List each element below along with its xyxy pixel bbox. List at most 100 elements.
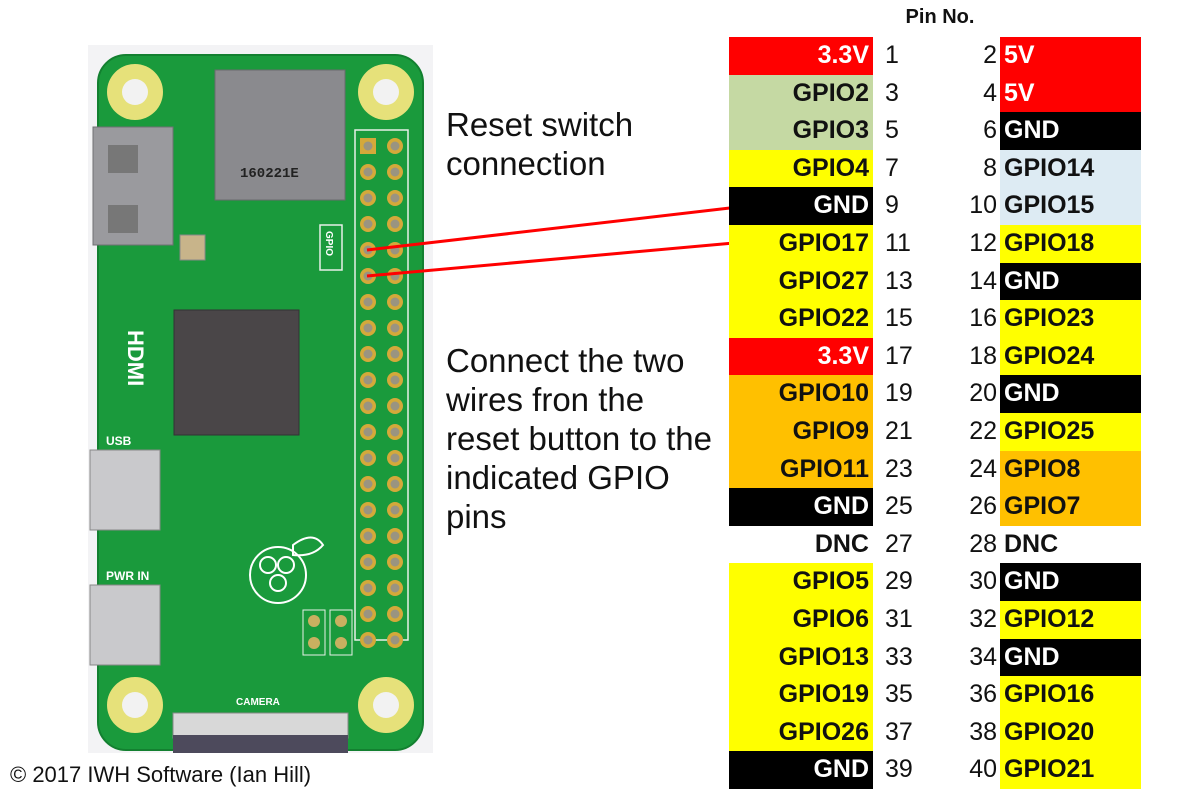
connect-instructions-caption: Connect the two wires fron the reset but… xyxy=(446,342,713,535)
pin-number-odd: 23 xyxy=(885,454,913,483)
pin-label-right: GPIO18 xyxy=(1000,224,1141,263)
svg-text:160221E: 160221E xyxy=(240,166,299,182)
pin-number-even: 22 xyxy=(969,416,997,445)
pin-label-left: GPIO17 xyxy=(729,224,873,263)
pin-number-odd: 7 xyxy=(885,153,899,182)
gpio-pin-hole xyxy=(390,427,400,437)
pin-number-odd: 31 xyxy=(885,604,913,633)
gpio-pin-hole xyxy=(390,193,400,203)
pin-number-even: 24 xyxy=(969,454,997,483)
gpio-pin-hole xyxy=(390,635,400,645)
pin-number-even: 16 xyxy=(969,304,997,333)
mounting-hole xyxy=(107,677,163,733)
gpio-pin-hole xyxy=(363,609,373,619)
raspberry-pi-zero-board: 160221E HDMI USB PWR IN CAMERA GPIO xyxy=(88,45,433,753)
pin-number-odd: 9 xyxy=(885,191,899,220)
pin-label-left: GPIO11 xyxy=(729,450,873,489)
gpio-pin-hole xyxy=(390,271,400,281)
svg-text:GPIO: GPIO xyxy=(323,231,334,256)
pin-label-right: GPIO25 xyxy=(1000,412,1141,451)
pin-number-odd: 5 xyxy=(885,116,899,145)
pin-label-right: GPIO23 xyxy=(1000,300,1141,338)
pin-label-left: GPIO9 xyxy=(729,412,873,451)
gpio-pin-hole xyxy=(363,323,373,333)
svg-text:CAMERA: CAMERA xyxy=(236,697,280,708)
pin-number-odd: 15 xyxy=(885,304,913,333)
pin-number-even: 26 xyxy=(969,492,997,521)
pin-number-odd: 17 xyxy=(885,341,913,370)
pin-label-left: GND xyxy=(729,751,873,789)
pin-label-right: GPIO20 xyxy=(1000,713,1141,752)
pin-number-even: 4 xyxy=(983,78,997,107)
micro-usb-port xyxy=(89,449,161,531)
pin-number-odd: 25 xyxy=(885,492,913,521)
pin-label-left: GPIO19 xyxy=(729,676,873,714)
pin-number-even: 6 xyxy=(983,116,997,145)
pin-number-odd: 27 xyxy=(885,529,913,558)
copyright-notice: © 2017 IWH Software (Ian Hill) xyxy=(10,762,312,787)
pin-number-odd: 11 xyxy=(885,228,911,257)
pin-number-odd: 1 xyxy=(885,41,899,69)
pin-number-odd: 37 xyxy=(885,717,913,746)
gpio-pin-hole xyxy=(363,245,373,255)
pin-number-even: 8 xyxy=(983,153,997,182)
pin-label-right: 5V xyxy=(1000,74,1141,113)
pin-number-even: 18 xyxy=(969,341,997,370)
pin-label-right: GND xyxy=(1000,262,1141,301)
pin-number-even: 20 xyxy=(969,379,997,408)
gpio-pin-hole xyxy=(363,141,373,151)
gpio-pin-hole xyxy=(363,583,373,593)
gpio-pin-hole xyxy=(390,141,400,151)
pin-label-right: GPIO14 xyxy=(1000,149,1141,188)
pin-number-odd: 13 xyxy=(885,266,913,295)
pin-number-odd: 29 xyxy=(885,567,913,596)
gpio-pin-hole xyxy=(363,635,373,645)
pin-label-left: GPIO2 xyxy=(729,74,873,113)
camera-connector xyxy=(172,712,349,753)
gpio-pin-hole xyxy=(390,609,400,619)
pin-number-even: 30 xyxy=(969,567,997,596)
pin-number-odd: 39 xyxy=(885,755,913,784)
pin-label-left: GPIO4 xyxy=(729,149,873,188)
pin-number-odd: 3 xyxy=(885,78,899,107)
pin-number-even: 36 xyxy=(969,680,997,709)
pin-label-right: GPIO7 xyxy=(1000,488,1141,526)
gpio-pin-hole xyxy=(390,245,400,255)
gpio-pin-hole xyxy=(363,531,373,541)
pin-label-left: GPIO6 xyxy=(729,600,873,639)
gpio-pin-hole xyxy=(363,349,373,359)
pin-label-right: GPIO8 xyxy=(1000,450,1141,489)
svg-text:PWR IN: PWR IN xyxy=(106,569,149,583)
pin-number-even: 2 xyxy=(983,41,997,69)
sd-card-slot: 160221E xyxy=(214,69,346,201)
gpio-pin-hole xyxy=(363,193,373,203)
gpio-pin-hole xyxy=(363,453,373,463)
pin-number-even: 10 xyxy=(969,191,997,220)
pin-number-odd: 33 xyxy=(885,642,913,671)
pin-label-right: GPIO16 xyxy=(1000,676,1141,714)
pin-number-even: 40 xyxy=(969,755,997,784)
pin-number-odd: 35 xyxy=(885,680,913,709)
gpio-pin-hole xyxy=(363,479,373,489)
gpio-header-pins xyxy=(360,138,403,648)
pin-number-even: 32 xyxy=(969,604,997,633)
reset-switch-caption: Reset switch connection xyxy=(446,106,634,182)
power-usb-port xyxy=(89,584,161,666)
gpio-pin-hole xyxy=(390,401,400,411)
mini-hdmi-port xyxy=(92,126,174,246)
gpio-pin-hole xyxy=(390,557,400,567)
pin-label-left: GPIO10 xyxy=(729,375,873,413)
